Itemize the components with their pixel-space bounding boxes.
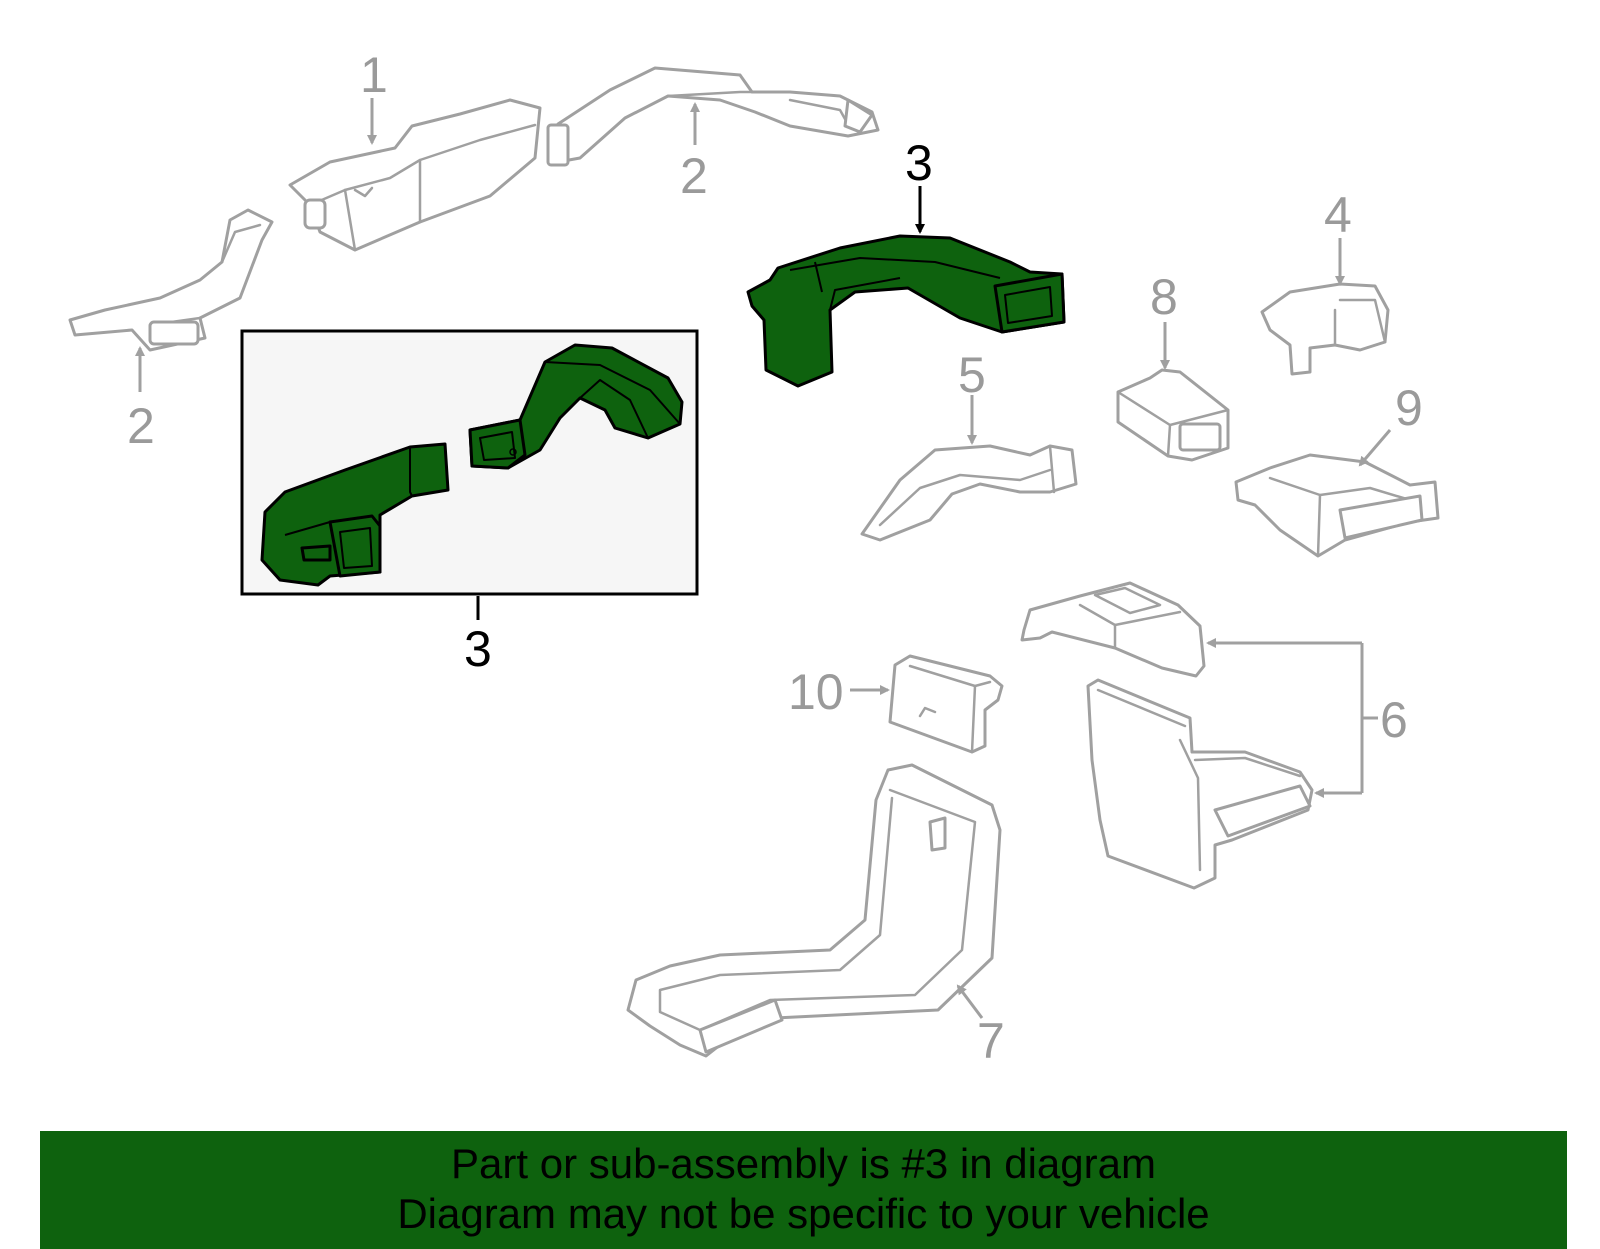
leader-7 [956,984,984,1019]
callout-8: 8 [1150,269,1178,325]
callout-4: 4 [1324,187,1352,243]
callout-7: 7 [977,1013,1005,1069]
part-9-outlet-duct [1234,453,1440,558]
leader-9 [1358,429,1392,467]
callout-9: 9 [1395,380,1423,436]
callout-3-inset: 3 [464,621,492,677]
part-6-lower-duct [1086,678,1314,890]
part-7-floor-duct [626,763,1002,1058]
part-5-duct [860,444,1078,542]
callout-6: 6 [1380,692,1408,748]
callout-3-main: 3 [905,135,933,191]
part-6-upper-duct [1020,581,1206,678]
banner-line-2: Diagram may not be specific to your vehi… [397,1190,1210,1237]
callout-2-left: 2 [127,398,155,454]
part-2-left-side-duct [68,208,274,352]
part-10-adapter [888,654,1004,754]
callout-10: 10 [788,664,844,720]
info-banner: Part or sub-assembly is #3 in diagram Di… [40,1131,1567,1249]
leader-6-bracket [1206,638,1378,798]
part-3-inset-box [240,329,699,596]
part-2-upper-side-duct [546,66,880,167]
callout-2-upper: 2 [680,148,708,204]
part-8-small-duct [1116,368,1230,462]
part-3-main-duct-highlighted [746,234,1066,388]
part-1-center-duct [288,98,542,252]
part-4-bracket-duct [1260,282,1390,376]
banner-line-1: Part or sub-assembly is #3 in diagram [451,1140,1156,1187]
callout-5: 5 [958,347,986,403]
callout-1: 1 [360,47,388,103]
